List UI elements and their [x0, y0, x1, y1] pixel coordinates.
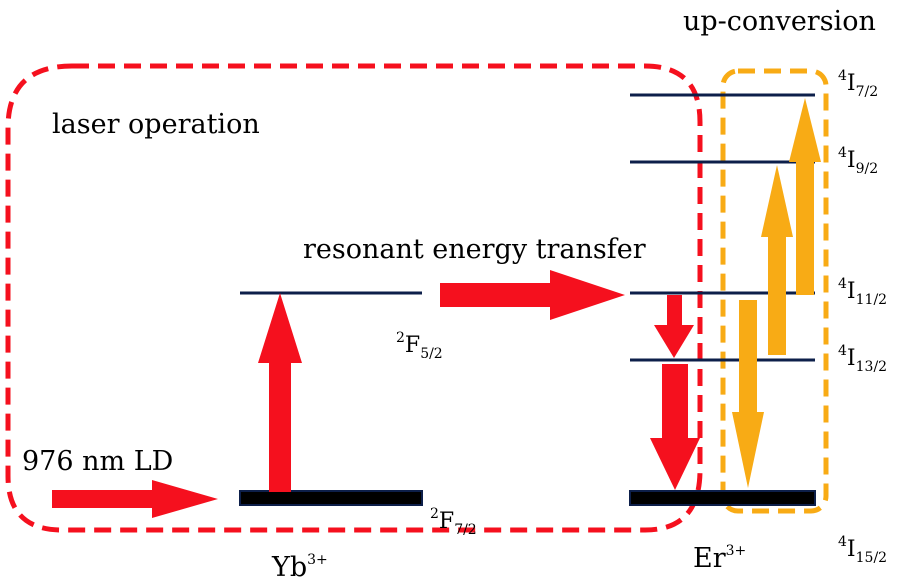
er-level-label-i72: 4I7/2	[838, 68, 878, 100]
pump-arrow	[52, 480, 218, 518]
laser-operation-box	[5, 63, 703, 533]
yb-level-label-f52: 2F5/2	[396, 330, 443, 362]
er-relaxation-arrow-upper	[654, 295, 694, 358]
yb-excitation-arrow	[258, 293, 302, 492]
yb-ion-label: Yb3+	[271, 552, 328, 583]
laser-operation-label: laser operation	[52, 109, 260, 140]
er-relaxation-arrow-lower	[650, 364, 700, 490]
yb-level-label-f72: 2F7/2	[430, 506, 477, 538]
up-conversion-box	[720, 68, 829, 514]
yb-level-f72-bar	[239, 490, 423, 506]
er-level-label-i132: 4I13/2	[838, 343, 887, 375]
upconversion-arrow-2	[789, 98, 821, 295]
er-level-label-i112: 4I11/2	[838, 276, 887, 308]
er-level-i152-bar	[629, 490, 816, 506]
energy-transfer-arrow	[440, 270, 625, 320]
er-level-label-i152: 4I15/2	[838, 534, 887, 566]
er-ion-label: Er3+	[693, 543, 746, 574]
upconversion-emission-arrow	[732, 300, 764, 488]
er-level-label-i92: 4I9/2	[838, 145, 878, 177]
upconversion-arrow-1	[761, 165, 793, 355]
pump-label: 976 nm LD	[22, 446, 173, 477]
up-conversion-label: up-conversion	[683, 6, 876, 37]
resonant-energy-transfer-label: resonant energy transfer	[303, 234, 646, 265]
